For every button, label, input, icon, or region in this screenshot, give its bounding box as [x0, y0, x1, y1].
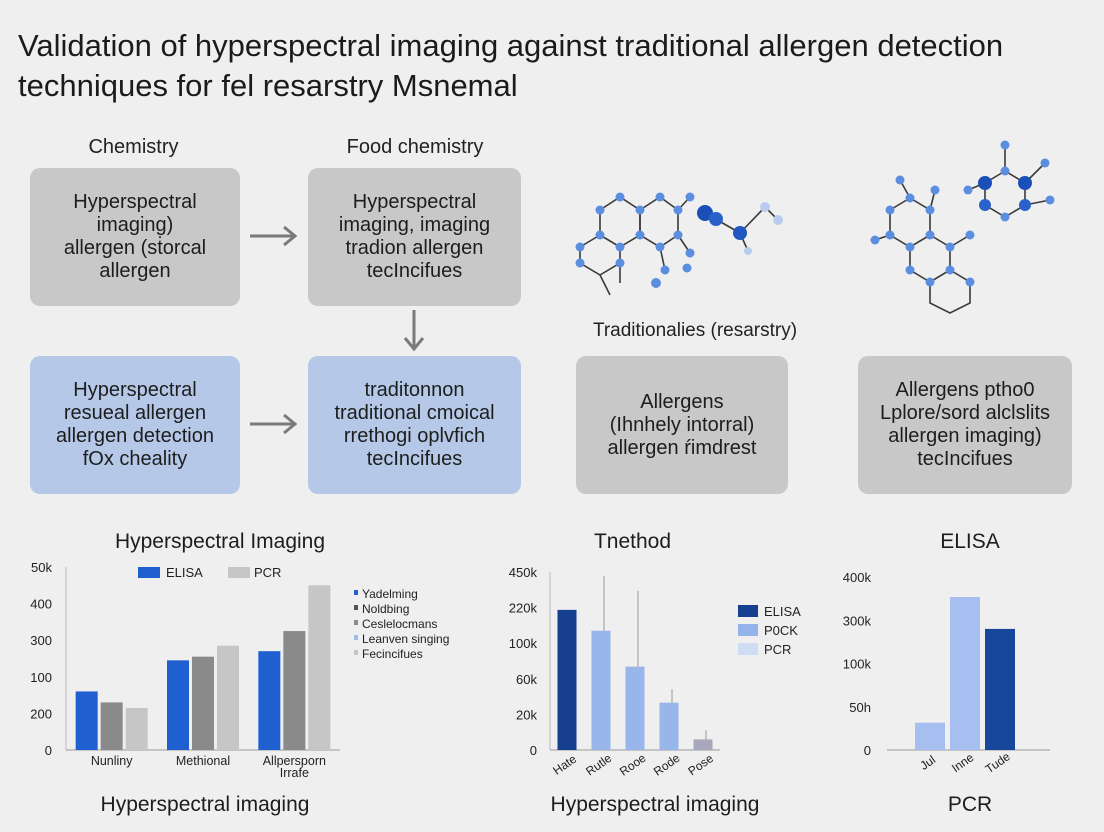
y-tick-label: 300k [843, 613, 872, 628]
diagram-box-5-text: Allergens (Ihnhely intorral) allergen ŕi… [607, 390, 757, 459]
x-tick-label: Jul [917, 753, 938, 773]
x-tick-label: Nunliny [91, 754, 133, 768]
x-tick-label: Rutle [583, 751, 614, 779]
bar [308, 585, 331, 750]
y-tick-label: 20k [516, 707, 537, 722]
diagram-box-4: traditonnon traditional cmoical rrethogi… [308, 356, 521, 494]
bar [591, 630, 611, 750]
column-header-food-chemistry: Food chemistry [346, 136, 484, 158]
y-tick-label: 400k [843, 570, 872, 585]
bar [915, 722, 945, 750]
diagram-box-3-text: Hyperspectral resueal allergen allergen … [56, 379, 214, 470]
diagram-box-3: Hyperspectral resueal allergen allergen … [30, 356, 240, 494]
y-tick-label: 450k [509, 565, 538, 580]
bar [557, 609, 577, 750]
page-title: Validation of hyperspectral imaging agai… [18, 28, 1004, 103]
y-tick-label: 0 [45, 743, 52, 758]
bar [283, 631, 306, 750]
x-tick-label: Irrafe [280, 766, 309, 780]
y-tick-label: 0 [530, 743, 537, 758]
legend-label: Yadelming [362, 587, 418, 601]
legend-label: ELISA [764, 604, 801, 619]
diagram-box-1: Hyperspectral imaging) allergen (sṫorcal… [30, 168, 240, 306]
arrow-right-icon [250, 225, 298, 247]
chart-1-footer: Hyperspectral imaging [100, 793, 310, 816]
x-tick-label: Rode [651, 751, 683, 779]
diagram-box-6: Allergens ptho0 Lplore/sord alclslits al… [858, 356, 1072, 494]
y-tick-label: 100 [30, 670, 52, 685]
chart-3-title: ELISA [940, 530, 1000, 553]
legend-swatch [354, 650, 358, 655]
arrow-down-icon [403, 310, 425, 352]
legend-label: Ceslelocmans [362, 617, 437, 631]
x-tick-label: Pose [685, 751, 716, 778]
bar [125, 707, 148, 750]
y-tick-label: 50k [31, 560, 52, 575]
diagram-box-5: Allergens (Ihnhely intorral) allergen ŕi… [576, 356, 788, 494]
bar [75, 691, 98, 750]
legend-label: PCR [254, 565, 281, 580]
bar [625, 666, 645, 750]
y-tick-label: 300 [30, 633, 52, 648]
bar [192, 656, 214, 750]
diagram-box-2: Hyperspectral imaging, imaging tradion a… [308, 168, 521, 306]
diagram-box-1-text: Hyperspectral imaging) allergen (sṫorcal… [63, 191, 207, 282]
legend-swatch [138, 567, 160, 578]
legend-label: P0CK [764, 623, 798, 638]
y-tick-label: 400 [30, 597, 52, 612]
legend-label: Noldbing [362, 602, 409, 616]
legend-swatch [354, 590, 358, 595]
arrow-right-icon [250, 413, 298, 435]
x-tick-label: Methional [176, 754, 230, 768]
y-tick-label: 100k [843, 657, 872, 672]
x-tick-label: Rooe [617, 751, 649, 779]
legend-label: Leanven singing [362, 632, 449, 646]
x-tick-label: Hate [550, 752, 579, 778]
legend-label: ELISA [166, 565, 203, 580]
bar [985, 628, 1015, 750]
y-tick-label: 220k [509, 601, 538, 616]
x-tick-label: Allpersporn [263, 754, 326, 768]
bar [100, 702, 123, 750]
legend-swatch [354, 605, 358, 610]
legend-swatch [738, 643, 758, 655]
diagram-box-2-text: Hyperspectral imaging, imaging tradion a… [338, 191, 491, 282]
chart-1-title: Hyperspectral Imaging [114, 530, 326, 553]
x-tick-label: Inne [949, 750, 976, 775]
y-tick-label: 100k [509, 636, 538, 651]
y-tick-label: 0 [864, 743, 871, 758]
y-tick-label: 50h [849, 700, 871, 715]
chart-3-footer: PCR [947, 793, 993, 816]
chart-2-footer: Hyperspectral imaging [550, 793, 760, 816]
x-tick-label: Tude [983, 749, 1013, 776]
column-header-chemistry: Chemistry [88, 136, 179, 158]
bar [659, 702, 679, 750]
legend-swatch [228, 567, 250, 578]
legend-label: PCR [764, 642, 791, 657]
y-tick-label: 60k [516, 672, 537, 687]
bar [950, 597, 980, 750]
y-tick-label: 200 [30, 706, 52, 721]
legend-swatch [738, 605, 758, 617]
legend-swatch [354, 620, 358, 625]
chart-2-title: Tnethod [593, 530, 672, 553]
bar [258, 651, 281, 750]
molecule-icon [870, 140, 1055, 314]
bar [217, 645, 239, 750]
legend-swatch [738, 624, 758, 636]
legend-label: Fecincifues [362, 647, 423, 661]
diagram-box-6-text: Allergens ptho0 Lplore/sord alclslits al… [879, 379, 1051, 470]
legend-swatch [354, 635, 358, 640]
bar [167, 660, 189, 750]
bar [693, 739, 713, 750]
section-label: Traditionalies (resarstry) [592, 320, 798, 341]
molecule-icon [575, 192, 783, 296]
diagram-box-4-text: traditonnon traditional cmoical rrethogi… [334, 379, 495, 470]
